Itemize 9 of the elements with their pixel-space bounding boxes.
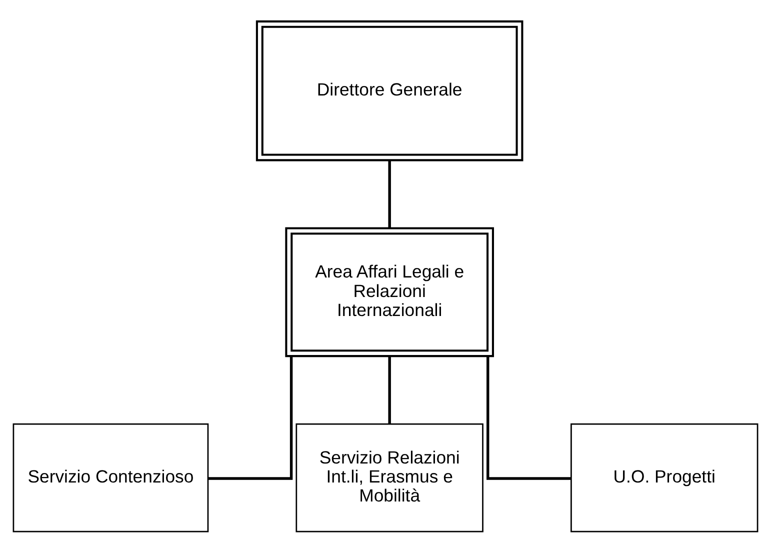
connector [486, 356, 571, 480]
connector [388, 160, 391, 228]
node-box: Area Affari Legali e Relazioni Internazionali [285, 226, 494, 357]
node-box: Servizio Contenzioso [12, 422, 209, 532]
connector [388, 356, 391, 424]
node-box: Servizio Relazioni Int.li, Erasmus e Mobilità [296, 422, 484, 532]
connector [208, 356, 293, 480]
node-box: U.O. Progetti [570, 422, 758, 532]
node-box: Direttore Generale [256, 20, 524, 161]
